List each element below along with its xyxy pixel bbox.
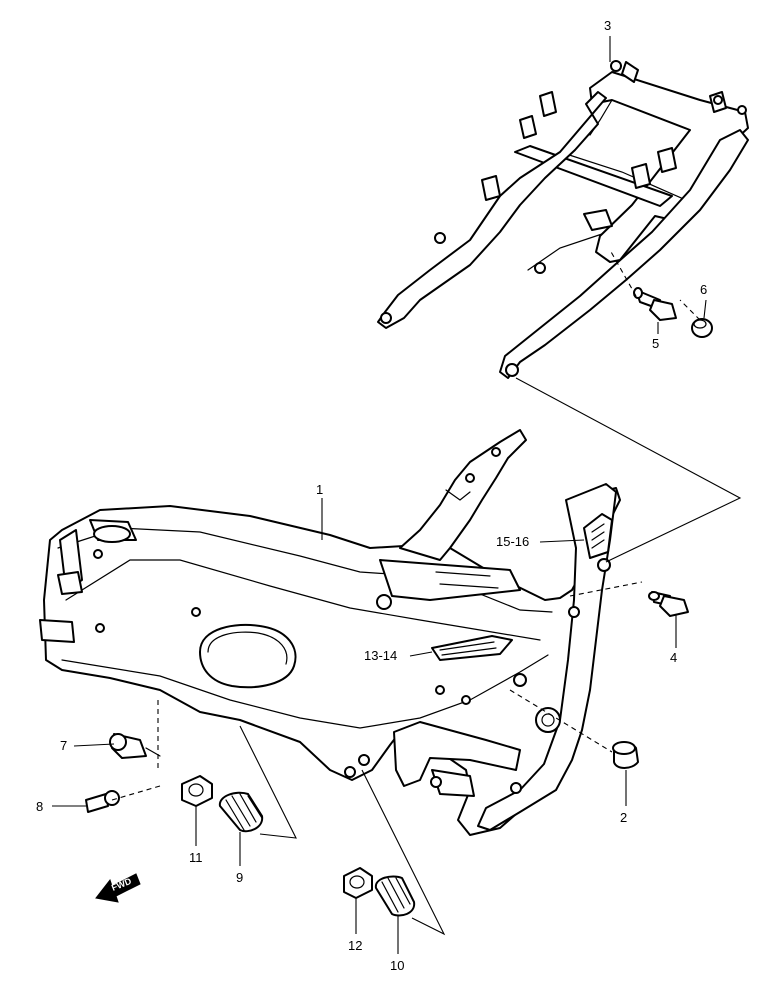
callout-10: 10 (390, 958, 404, 973)
callout-8: 8 (36, 799, 43, 814)
callout-labels: 3 1 15-16 13-14 5 6 4 2 7 8 11 9 12 10 (36, 18, 707, 973)
callout-9: 9 (236, 870, 243, 885)
part-6-cap (691, 318, 713, 338)
callout-2: 2 (620, 810, 627, 825)
part-4-bolt (648, 591, 689, 617)
part-5-bolt (633, 287, 677, 321)
seat-rail-subframe (377, 60, 749, 379)
part-7-bolt (109, 733, 161, 759)
callout-6: 6 (700, 282, 707, 297)
callout-15-16: 15-16 (496, 534, 529, 549)
part-9-rubber (218, 791, 264, 833)
callout-12: 12 (348, 938, 362, 953)
leader-lines (52, 36, 742, 954)
callout-5: 5 (652, 336, 659, 351)
part-11-nut (181, 775, 213, 807)
part-10-rubber (374, 875, 416, 917)
callout-3: 3 (604, 18, 611, 33)
part-2-cap (612, 741, 639, 769)
forward-direction-arrow-icon: FWD (95, 873, 141, 903)
callout-11: 11 (189, 850, 203, 865)
callout-13-14: 13-14 (364, 648, 397, 663)
callout-4: 4 (670, 650, 677, 665)
part-12-nut (343, 867, 373, 899)
part-8-screw (85, 790, 120, 813)
callout-1: 1 (316, 482, 323, 497)
main-frame (39, 429, 621, 836)
callout-7: 7 (60, 738, 67, 753)
